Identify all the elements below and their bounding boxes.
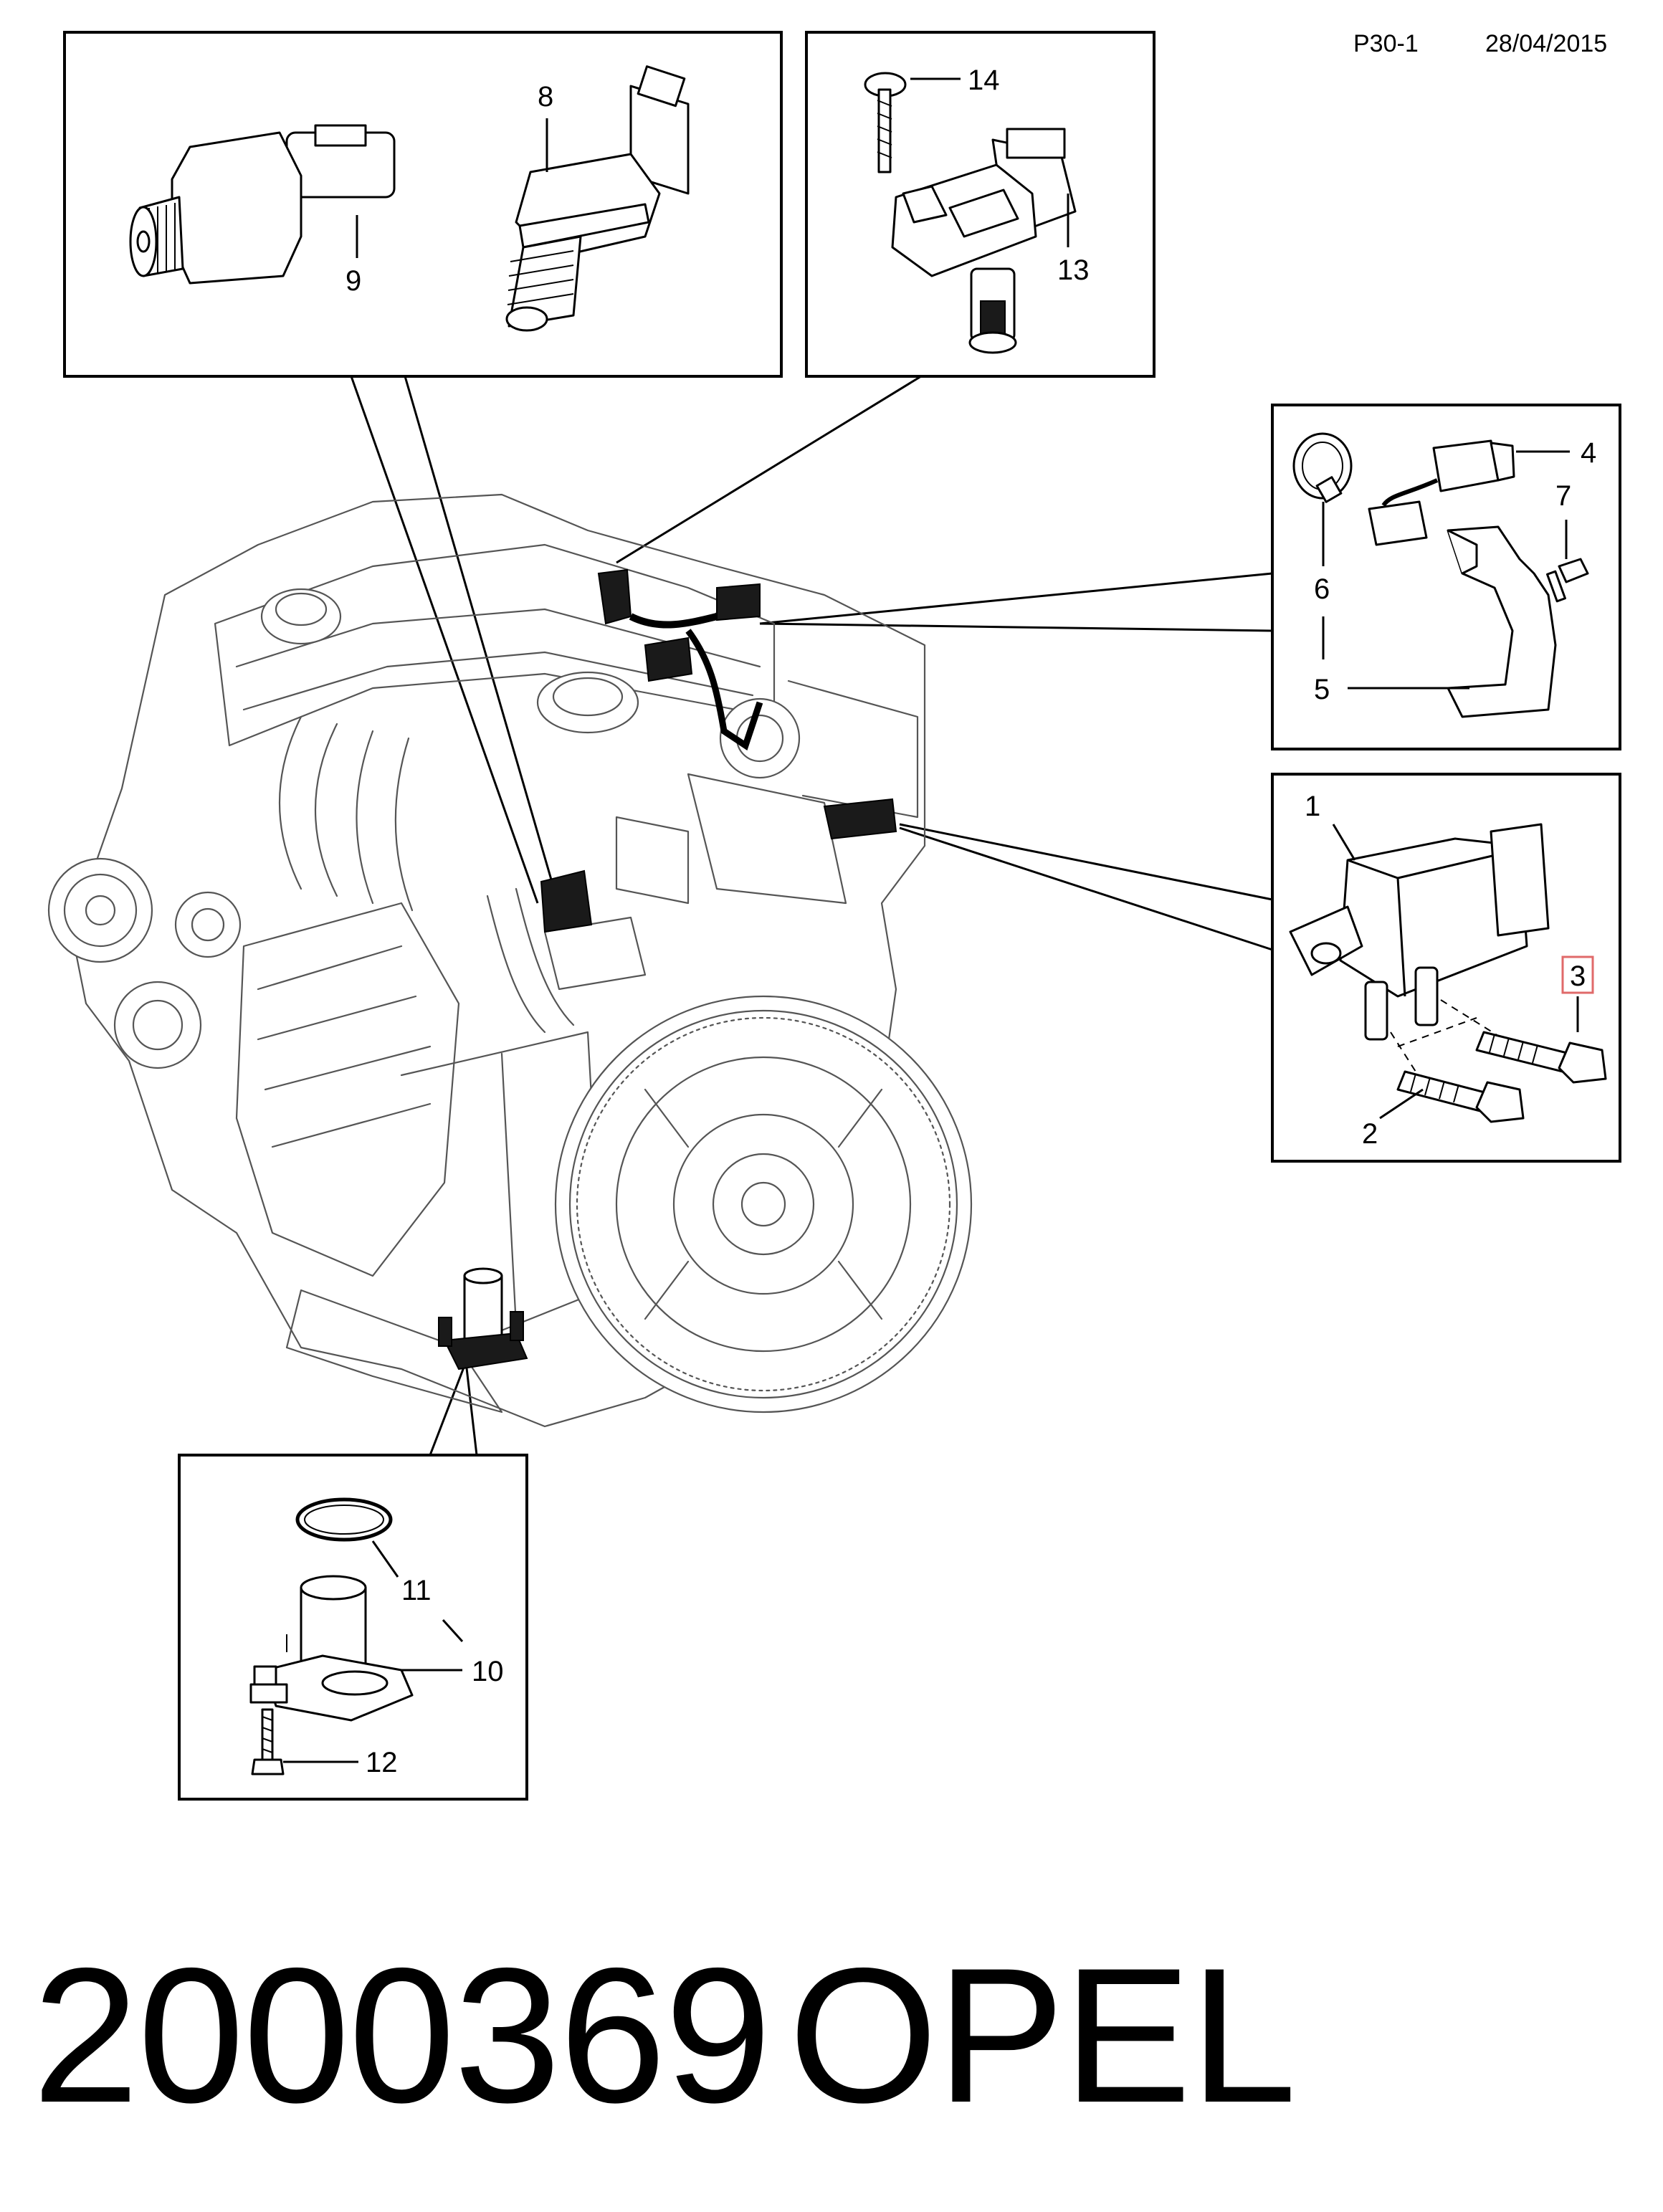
page-date: 28/04/2015 <box>1485 30 1608 57</box>
callout-14: 14 <box>968 65 1000 96</box>
callout-12: 12 <box>366 1747 398 1778</box>
part-1-differential-pressure-sensor <box>1289 823 1550 1041</box>
callout-11: 11 <box>401 1575 432 1606</box>
part-number: 2000369 <box>32 1927 771 2142</box>
engine-oil-level-sensor-location <box>438 1267 528 1370</box>
callout-6: 6 <box>1314 573 1330 605</box>
part-3-bolt <box>1475 1031 1607 1084</box>
part-5-bracket <box>1447 525 1557 718</box>
detail-box-oil-level-sensor <box>178 1454 528 1801</box>
callout-7: 7 <box>1555 480 1571 512</box>
part-11-o-ring <box>295 1497 393 1542</box>
callout-10: 10 <box>472 1656 504 1687</box>
engine-harness-highlight <box>540 568 897 933</box>
detail-box-dp-sensor <box>1271 773 1621 1163</box>
callout-3-highlight <box>1561 955 1594 994</box>
dp-sensor-dashed-guides <box>1390 999 1499 1072</box>
part-8-pressure-switch <box>505 65 690 332</box>
part-6-cable-tie <box>1292 432 1353 503</box>
callout-8: 8 <box>538 81 553 113</box>
part-14-screw <box>864 72 907 173</box>
part-12-bolt <box>251 1708 285 1775</box>
part-4-harness-connector <box>1368 439 1515 546</box>
part-9-oil-pressure-switch <box>129 124 396 285</box>
detail-box-harness <box>1271 404 1621 750</box>
engine-illustration <box>47 493 973 1428</box>
callout-13: 13 <box>1057 254 1090 286</box>
callout-3: 3 <box>1570 960 1586 992</box>
box-leader-lines <box>350 375 1273 1456</box>
detail-box-map-sensor <box>805 31 1155 378</box>
callout-leaders <box>283 77 1579 1763</box>
part-13-map-sensor <box>891 128 1077 354</box>
part-7-bolt <box>1546 558 1589 603</box>
callout-1: 1 <box>1305 791 1320 822</box>
callout-4: 4 <box>1581 437 1596 469</box>
callout-5: 5 <box>1314 674 1330 705</box>
brand-name: OPEL <box>788 1927 1297 2142</box>
page-code: P30-1 <box>1353 30 1419 57</box>
callout-2: 2 <box>1362 1118 1378 1150</box>
callout-9: 9 <box>346 265 361 297</box>
detail-box-pressure-switches <box>63 31 783 378</box>
part-10-oil-level-sensor <box>249 1575 414 1722</box>
part-2-bolt <box>1396 1070 1525 1123</box>
